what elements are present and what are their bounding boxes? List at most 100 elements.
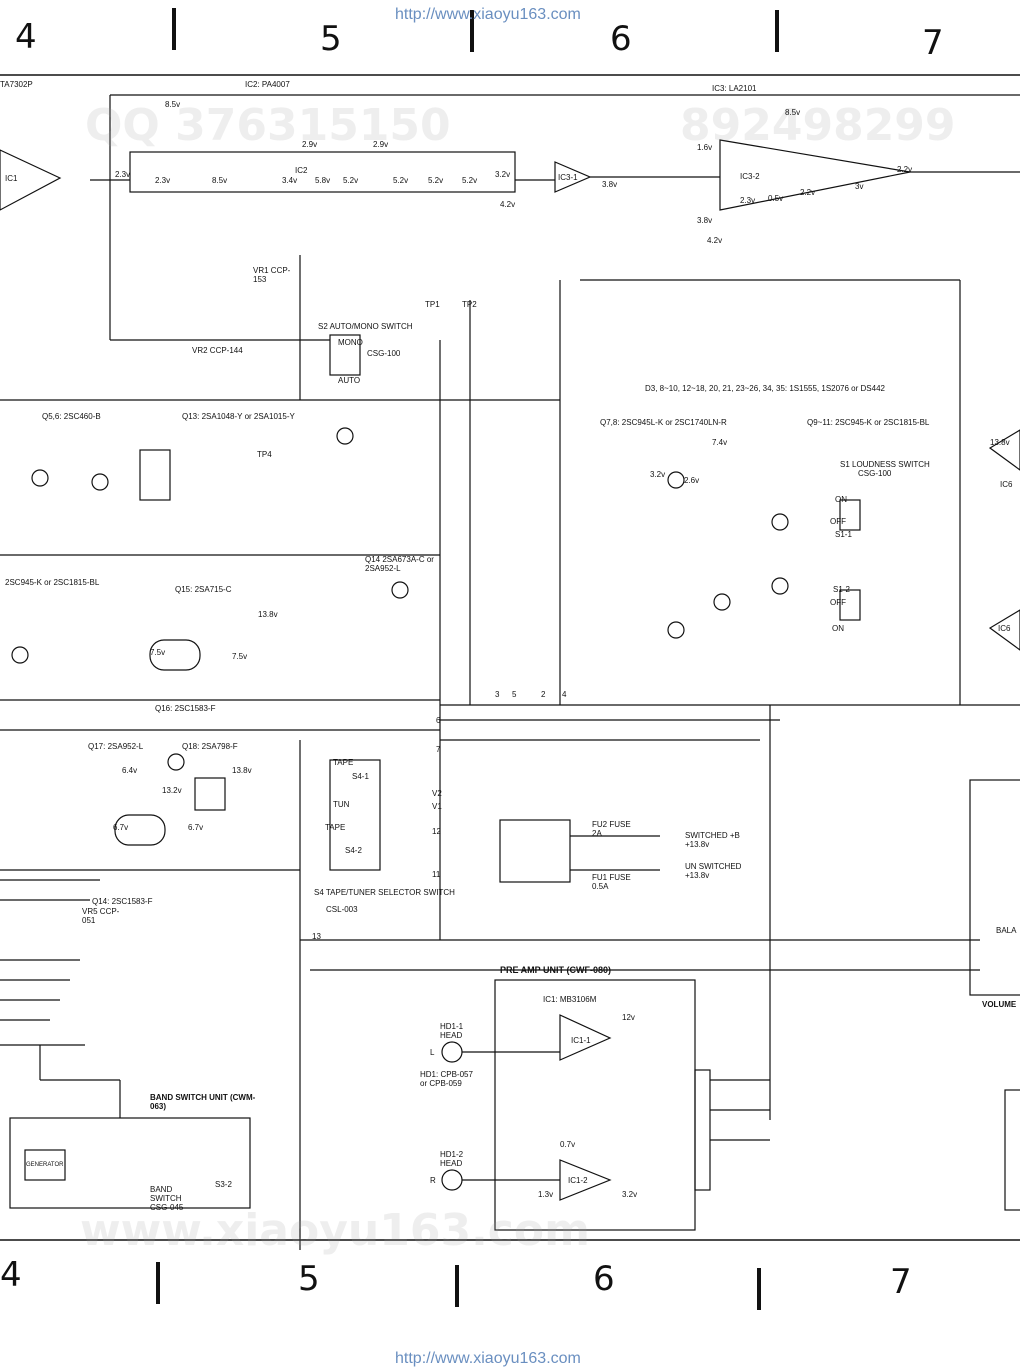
- voltage-label: 1.6v: [697, 143, 713, 152]
- connector-label: V2: [432, 789, 442, 798]
- tp4-label: TP4: [257, 450, 272, 459]
- grid-label-bottom-4: 4: [0, 1255, 22, 1295]
- voltage-label: 3.4v: [282, 176, 298, 185]
- watermark-qq: QQ 376315150: [85, 100, 451, 151]
- grid-tick: [172, 8, 176, 50]
- preamp-unit-title: PRE AMP UNIT (CWF-080): [500, 965, 612, 975]
- grid-label-top-7: 7: [922, 23, 944, 63]
- diode-list-label: D3, 8~10, 12~18, 20, 21, 23~26, 34, 35: …: [645, 384, 885, 393]
- grid-tick: [156, 1262, 160, 1304]
- balance-label: BALA: [996, 926, 1017, 935]
- grid-label-bottom-7: 7: [890, 1262, 912, 1302]
- voltage-label: 2.3v: [155, 176, 171, 185]
- connector-label: 2: [541, 690, 546, 699]
- voltage-label: 13.8v: [258, 610, 278, 619]
- s4-2-label: S4-2: [345, 846, 362, 855]
- hd1-2-label: HD1-2 HEAD: [440, 1150, 464, 1168]
- voltage-label: 3.8v: [602, 180, 618, 189]
- head-r-label: R: [430, 1176, 436, 1185]
- band-switch-unit-title: BAND SWITCH UNIT (CWM-063): [150, 1093, 256, 1111]
- source-url-top: http://www.xiaoyu163.com: [395, 6, 581, 23]
- q15-label: Q15: 2SA715-C: [175, 585, 232, 594]
- watermark-site: www.xiaoyu163.com: [80, 1205, 590, 1256]
- fu1-label: FU1 FUSE 0.5A: [592, 873, 631, 891]
- voltage-label: 2.6v: [684, 476, 700, 485]
- hd1-1-label: HD1-1 HEAD: [440, 1022, 464, 1040]
- voltage-label: 5.2v: [428, 176, 444, 185]
- s1-part-label: CSG-100: [858, 469, 892, 478]
- s4-part-label: CSL-003: [326, 905, 358, 914]
- tp2-label: TP2: [462, 300, 477, 309]
- ic2-part-label: IC2: PA4007: [245, 80, 290, 89]
- voltage-label: 6.7v: [113, 823, 129, 832]
- voltage-label: 5.2v: [393, 176, 409, 185]
- vr1-label: VR1 CCP-153: [253, 266, 291, 284]
- s2-mono-label: MONO: [338, 338, 363, 347]
- hd1-part-label: HD1: CPB-057 or CPB-059: [420, 1070, 473, 1088]
- grid-tick: [455, 1265, 459, 1307]
- ic2-body-label: IC2: [295, 166, 308, 175]
- voltage-label: 2.9v: [373, 140, 389, 149]
- s2-auto-label: AUTO: [338, 376, 361, 385]
- s2-switch-label: S2 AUTO/MONO SWITCH: [318, 322, 413, 331]
- grid-tick: [757, 1268, 761, 1310]
- s1-1-label: S1-1: [835, 530, 852, 539]
- voltage-label: 6.4v: [122, 766, 138, 775]
- grid-tick: [470, 10, 474, 52]
- s1-1-off-label: OFF: [830, 517, 846, 526]
- voltage-label: 2.3v: [115, 170, 131, 179]
- ic1-1-label: IC1-1: [571, 1036, 591, 1045]
- fu2-label: FU2 FUSE 2A: [592, 820, 631, 838]
- voltage-label: 2.9v: [302, 140, 318, 149]
- voltage-label: 8.5v: [165, 100, 181, 109]
- voltage-label: 8.5v: [785, 108, 801, 117]
- q16-label: Q16: 2SC1583-F: [155, 704, 216, 713]
- connector-label: 13: [312, 932, 321, 941]
- s3-2-label: S3-2: [215, 1180, 232, 1189]
- ic3-1-label: IC3-1: [558, 173, 578, 182]
- ic1-2-label: IC1-2: [568, 1176, 588, 1185]
- grid-label-top-5: 5: [320, 19, 342, 59]
- s1-2-off-label: OFF: [830, 598, 846, 607]
- ic6-label-top: IC6: [1000, 480, 1013, 489]
- voltage-label: 2.2v: [897, 165, 913, 174]
- s1-2-label: S1-2: [833, 585, 850, 594]
- switched-b-label: SWITCHED +B +13.8v: [685, 831, 740, 849]
- s1-switch-label: S1 LOUDNESS SWITCH: [840, 460, 930, 469]
- connector-label: V1: [432, 802, 442, 811]
- ic1-part-label: TA7302P: [0, 80, 33, 89]
- q9-11-label: Q9~11: 2SC945-K or 2SC1815-BL: [807, 418, 930, 427]
- voltage-label: 7.5v: [232, 652, 248, 661]
- s4-tape2-label: TAPE: [325, 823, 346, 832]
- preamp-1v3-label: 1.3v: [538, 1190, 554, 1199]
- grid-label-bottom-6: 6: [593, 1259, 615, 1299]
- voltage-label: 0.5v: [768, 194, 784, 203]
- preamp-0v7-label: 0.7v: [560, 1140, 576, 1149]
- q5-6-label: Q5,6: 2SC460-B: [42, 412, 101, 421]
- connector-label: 11: [432, 870, 441, 879]
- voltage-label: 3v: [855, 182, 864, 191]
- preamp-12v-label: 12v: [622, 1013, 635, 1022]
- source-url-bottom: http://www.xiaoyu163.com: [395, 1350, 581, 1367]
- connector-label: 3: [495, 690, 500, 699]
- tp1-label: TP1: [425, 300, 440, 309]
- preamp-3v2-label: 3.2v: [622, 1190, 638, 1199]
- voltage-label: 5.8v: [315, 176, 331, 185]
- voltage-label: 7.5v: [150, 648, 166, 657]
- q18-label: Q18: 2SA798-F: [182, 742, 238, 751]
- voltage-label: 7.4v: [712, 438, 728, 447]
- q13-label: Q13: 2SA1048-Y or 2SA1015-Y: [182, 412, 295, 421]
- connector-label: 7: [436, 745, 441, 754]
- band-switch-part-label: BAND SWITCH CSG-045: [150, 1185, 184, 1212]
- q7-8-label: Q7,8: 2SC945L-K or 2SC1740LN-R: [600, 418, 727, 427]
- s4-1-label: S4-1: [352, 772, 369, 781]
- q14-label: Q14 2SA673A-C or 2SA952-L: [365, 555, 434, 573]
- grid-tick: [775, 10, 779, 52]
- voltage-label: 6.7v: [188, 823, 204, 832]
- voltage-label: 2.2v: [800, 188, 816, 197]
- vr5-label: VR5 CCP-051: [82, 907, 120, 925]
- grid-label-bottom-5: 5: [298, 1259, 320, 1299]
- ic1-body-label: IC1: [5, 174, 18, 183]
- voltage-label: 2.3v: [740, 196, 756, 205]
- s1-1-on-label: ON: [835, 495, 847, 504]
